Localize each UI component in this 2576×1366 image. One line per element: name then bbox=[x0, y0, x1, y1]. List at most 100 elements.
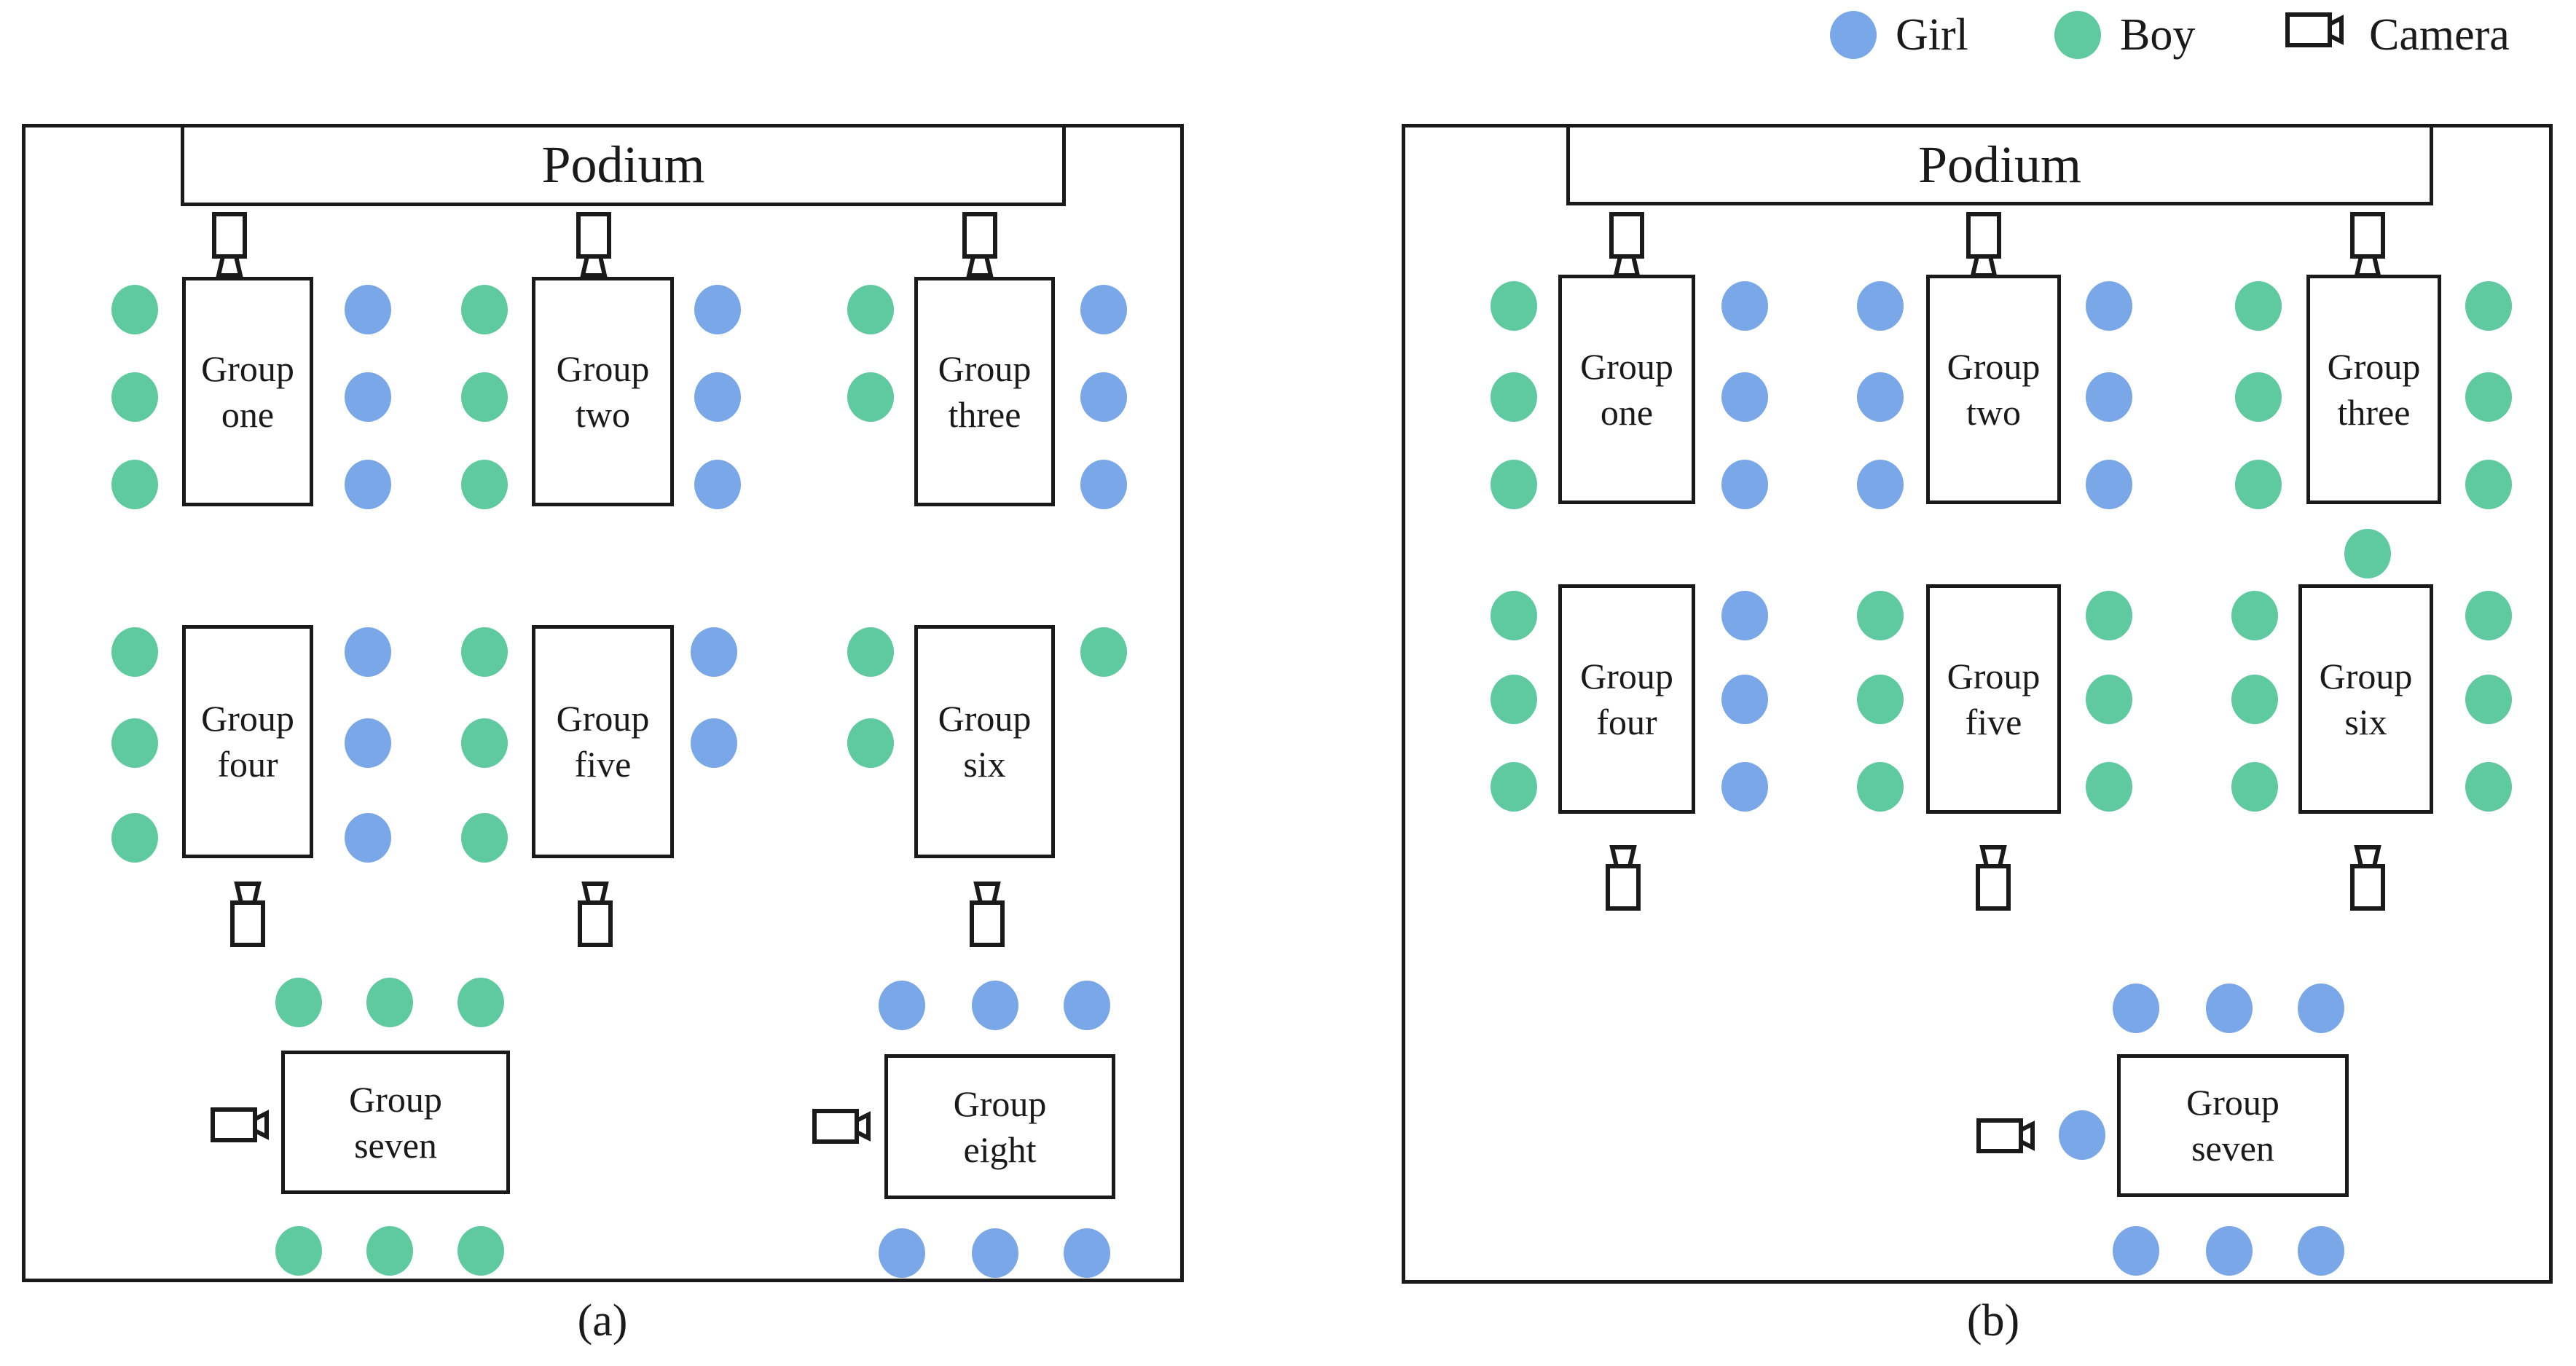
girl-student-dot bbox=[2113, 984, 2159, 1033]
group-label-line1: Group bbox=[556, 698, 650, 739]
boy-student-dot bbox=[2086, 762, 2132, 812]
boy-student-dot bbox=[2086, 591, 2132, 640]
camera-icon bbox=[574, 878, 616, 951]
boy-student-dot bbox=[461, 372, 508, 422]
girl-student-dot bbox=[2086, 372, 2132, 422]
girl-student-dot bbox=[345, 285, 391, 334]
group-label-line1: Group bbox=[1947, 345, 2041, 387]
girl-student-dot bbox=[2206, 1226, 2253, 1276]
boy-student-dot bbox=[111, 372, 158, 422]
girl-student-dot bbox=[694, 372, 741, 422]
boy-student-dot bbox=[2465, 372, 2512, 422]
boy-student-dot bbox=[2086, 675, 2132, 724]
girl-student-dot bbox=[1064, 981, 1110, 1030]
boy-student-dot bbox=[1491, 762, 1537, 812]
girl-student-dot bbox=[1721, 460, 1768, 509]
girl-student-dot bbox=[1080, 372, 1127, 422]
boy-student-dot bbox=[2231, 675, 2278, 724]
boy-student-dot bbox=[461, 460, 508, 509]
group-label-line2: two bbox=[575, 393, 630, 435]
group-label-line1: Group bbox=[953, 1083, 1047, 1124]
girl-student-dot bbox=[972, 981, 1018, 1030]
podium-label: Podium bbox=[1917, 135, 2082, 194]
boy-student-dot bbox=[275, 1226, 322, 1276]
camera-icon bbox=[227, 878, 269, 951]
boy-student-dot bbox=[366, 978, 413, 1027]
girl-student-dot bbox=[879, 981, 925, 1030]
boy-student-dot bbox=[2235, 281, 2282, 331]
legend-label-girl: Girl bbox=[1896, 9, 1968, 60]
podium-label: Podium bbox=[541, 136, 705, 194]
legend-item-girl: Girl bbox=[1830, 7, 1968, 63]
boy-student-dot bbox=[2235, 372, 2282, 422]
boy-student-dot bbox=[1857, 675, 1904, 724]
camera-icon bbox=[1972, 841, 2014, 915]
boy-student-dot bbox=[1491, 372, 1537, 422]
girl-student-dot bbox=[345, 813, 391, 863]
boy-student-dot bbox=[1491, 591, 1537, 640]
girl-student-dot bbox=[2113, 1226, 2159, 1276]
boy-student-dot bbox=[1491, 675, 1537, 724]
group-label-line2: one bbox=[1600, 391, 1654, 433]
group-label-line1: Group bbox=[1947, 655, 2041, 696]
girl-student-dot bbox=[694, 460, 741, 509]
group-label-line2: one bbox=[221, 393, 275, 435]
group-label-line1: Group bbox=[201, 348, 294, 389]
boy-student-dot bbox=[461, 813, 508, 863]
girl-student-dot bbox=[1857, 281, 1904, 331]
panel-caption-b: (b) bbox=[1966, 1296, 2020, 1346]
legend-item-boy: Boy bbox=[2054, 7, 2195, 63]
legend-item-camera: Camera bbox=[2285, 7, 2510, 63]
girl-student-dot bbox=[345, 718, 391, 768]
girl-student-dot bbox=[345, 372, 391, 422]
boy-student-dot bbox=[458, 1226, 504, 1276]
camera-icon bbox=[1963, 211, 2005, 285]
camera-icon bbox=[966, 878, 1008, 951]
group-label-line1: Group bbox=[201, 698, 294, 739]
podium-a: Podium bbox=[181, 124, 1066, 206]
boy-student-dot bbox=[2465, 281, 2512, 331]
girl-student-dot bbox=[2298, 984, 2344, 1033]
camera-icon bbox=[210, 1104, 280, 1148]
camera-icon bbox=[2347, 841, 2389, 915]
group-label-line1: Group bbox=[2319, 655, 2413, 696]
boy-student-dot bbox=[111, 718, 158, 768]
group-label-line2: seven bbox=[354, 1124, 437, 1166]
girl-student-dot bbox=[1064, 1228, 1110, 1278]
boy-student-dot bbox=[458, 978, 504, 1027]
boy-student-dot bbox=[111, 285, 158, 334]
boy-dot-icon bbox=[2054, 11, 2101, 59]
group-label-line1: Group bbox=[938, 348, 1032, 389]
boy-student-dot bbox=[847, 627, 894, 677]
legend-label-camera: Camera bbox=[2369, 9, 2510, 60]
girl-student-dot bbox=[691, 627, 737, 677]
boy-student-dot bbox=[461, 285, 508, 334]
group-table-b-five: Group five bbox=[1926, 584, 2061, 814]
girl-student-dot bbox=[1721, 762, 1768, 812]
boy-student-dot bbox=[1080, 627, 1127, 677]
girl-student-dot bbox=[2059, 1110, 2105, 1160]
girl-student-dot bbox=[1721, 591, 1768, 640]
camera-icon bbox=[1602, 841, 1644, 915]
group-label-line2: five bbox=[1965, 701, 2022, 742]
boy-student-dot bbox=[847, 718, 894, 768]
